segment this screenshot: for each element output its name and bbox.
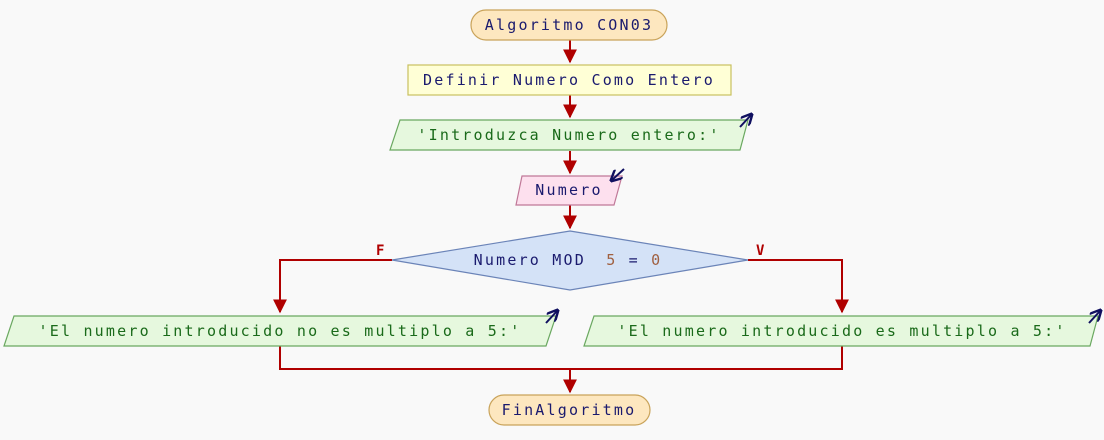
- start-terminal: Algoritmo CON03: [470, 9, 668, 41]
- output-arrow-icon: [739, 115, 751, 128]
- false-output-label: 'El numero introducido no es multiplo a …: [39, 322, 522, 340]
- true-output-label: 'El numero introducido es multiplo a 5:': [617, 322, 1066, 340]
- condition-text: Numero MOD 5 = 0: [474, 251, 663, 269]
- false-branch-label: F: [376, 243, 384, 259]
- output-arrow-icon: [1088, 311, 1100, 324]
- condition-value: 0: [651, 251, 662, 269]
- define-process: Definir Numero Como Entero: [407, 64, 732, 96]
- true-branch-label: V: [756, 243, 765, 259]
- prompt-output-label: 'Introduzca Numero entero:': [417, 126, 720, 144]
- true-output: 'El numero introducido es multiplo a 5:': [583, 311, 1100, 347]
- false-output: 'El numero introducido no es multiplo a …: [3, 311, 557, 347]
- decision-diamond: Numero MOD 5 = 0: [391, 230, 749, 291]
- connectors: [273, 40, 849, 394]
- end-terminal: FinAlgoritmo: [488, 394, 651, 426]
- condition-variable: Numero MOD: [474, 251, 586, 269]
- input-label: Numero: [535, 181, 602, 199]
- end-label: FinAlgoritmo: [502, 401, 637, 419]
- input-box: Numero: [515, 168, 625, 206]
- condition-number: 5: [606, 251, 617, 269]
- start-label: Algoritmo CON03: [485, 16, 653, 34]
- input-arrow-icon: [612, 168, 625, 180]
- output-arrow-icon: [545, 311, 557, 324]
- prompt-output: 'Introduzca Numero entero:': [389, 115, 751, 151]
- define-label: Definir Numero Como Entero: [423, 71, 715, 89]
- condition-operator: =: [629, 251, 640, 269]
